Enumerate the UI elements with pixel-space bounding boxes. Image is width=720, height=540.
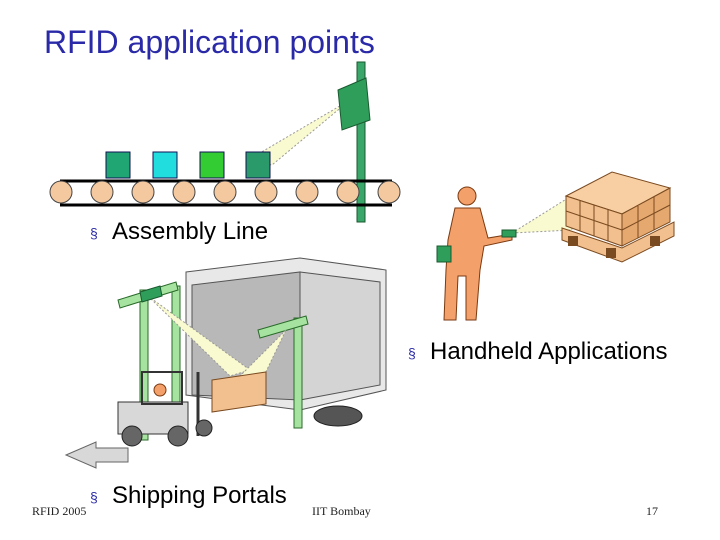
bullet-handheld-text: Handheld Applications (430, 338, 668, 365)
bullet-shipping-text: Shipping Portals (112, 482, 287, 509)
bullet-marker: § (408, 344, 416, 361)
bullet-assembly-text: Assembly Line (112, 218, 269, 245)
shipping-portal-illustration (64, 257, 387, 469)
slide-title: RFID application points (44, 24, 375, 60)
bullet-shipping-portals: § Shipping Portals (90, 482, 287, 510)
footer-left: RFID 2005 (32, 504, 87, 518)
assembly-line-illustration (49, 61, 401, 223)
footer-page-number: 17 (646, 504, 658, 518)
bullet-handheld-applications: § Handheld Applications (408, 338, 668, 366)
bullet-marker: § (90, 224, 98, 241)
bullet-assembly-line: § Assembly Line (90, 218, 268, 246)
handheld-illustration (436, 171, 675, 321)
footer-center: IIT Bombay (312, 504, 371, 518)
bullet-marker: § (90, 488, 98, 505)
